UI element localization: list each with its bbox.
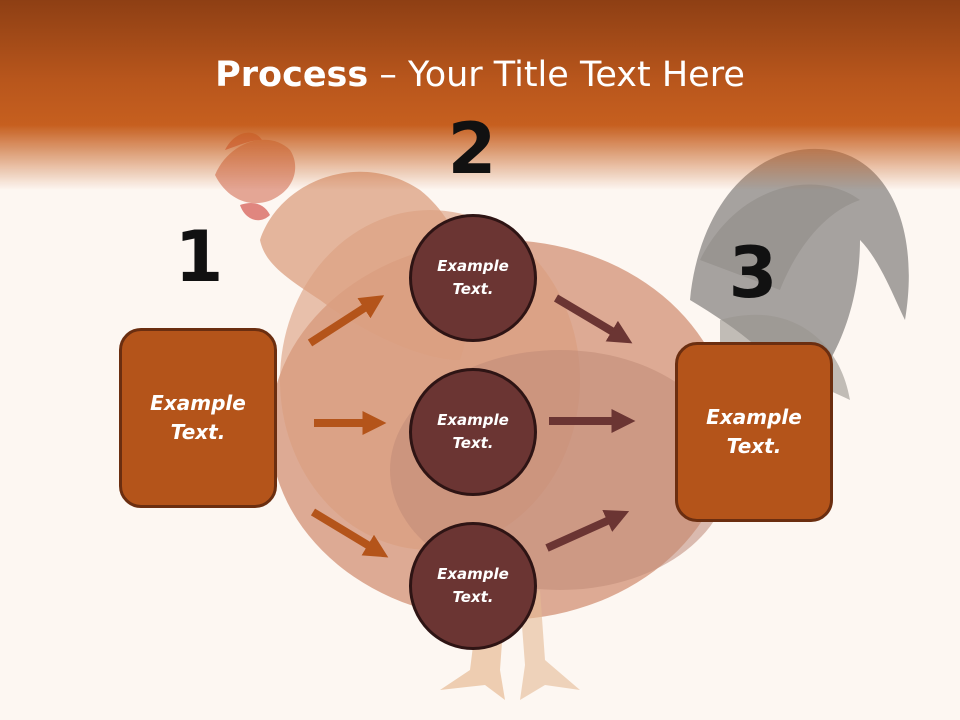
step-2-label-middle: Example Text. bbox=[437, 411, 509, 452]
step-2-circle-top: Example Text. bbox=[409, 214, 537, 342]
title-rest: – Your Title Text Here bbox=[368, 55, 745, 95]
step-number-1: 1 bbox=[174, 216, 224, 298]
step-2-circle-middle: Example Text. bbox=[409, 368, 537, 496]
step-2-label-top: Example Text. bbox=[437, 257, 509, 298]
arrow-1-to-2-top bbox=[307, 295, 385, 347]
step-3-box: Example Text. bbox=[675, 342, 833, 522]
slide-title: Process – Your Title Text Here bbox=[0, 52, 960, 98]
step-2-circle-bottom: Example Text. bbox=[409, 522, 537, 650]
step-number-3: 3 bbox=[728, 232, 778, 314]
step-1-label: Example Text. bbox=[150, 391, 246, 444]
arrow-2-bottom-to-3 bbox=[545, 509, 630, 552]
header-band bbox=[0, 0, 960, 190]
arrow-2-top-to-3 bbox=[553, 294, 633, 344]
step-number-2: 2 bbox=[447, 108, 497, 190]
step-2-label-bottom: Example Text. bbox=[437, 565, 509, 606]
arrow-1-to-2-bottom bbox=[310, 508, 389, 558]
title-bold: Process bbox=[215, 55, 369, 95]
step-3-label: Example Text. bbox=[706, 405, 802, 458]
step-1-box: Example Text. bbox=[119, 328, 277, 508]
